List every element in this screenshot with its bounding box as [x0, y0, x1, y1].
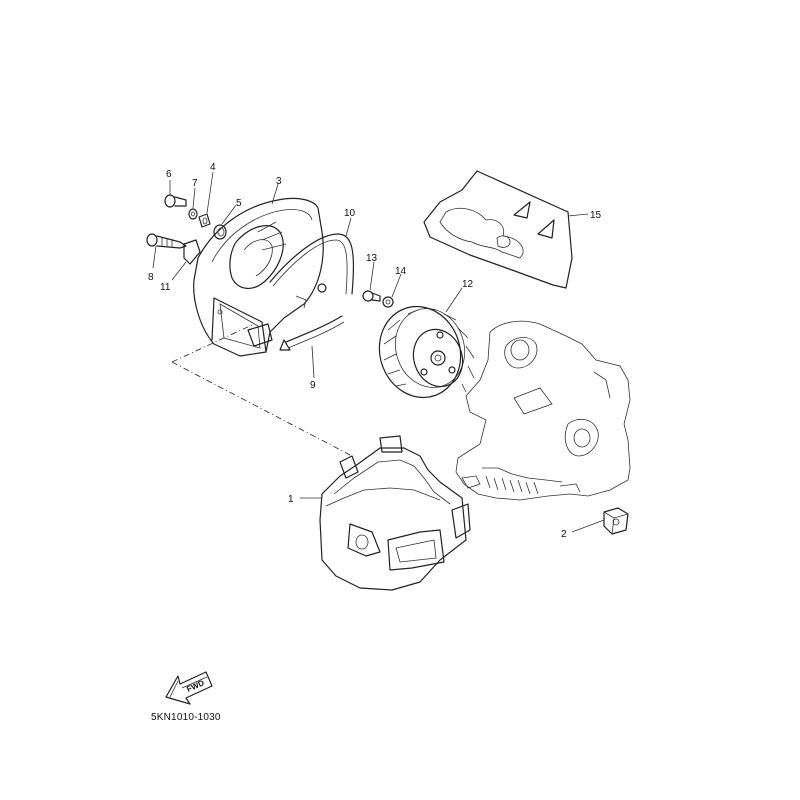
part-2-nut [603, 507, 629, 535]
part-11-clip [183, 239, 201, 265]
callout-9: 9 [310, 380, 316, 391]
part-6-bolt [164, 194, 187, 208]
callout-1: 1 [288, 494, 294, 505]
callout-5: 5 [236, 198, 242, 209]
callout-2: 2 [561, 529, 567, 540]
callout-13: 13 [366, 253, 378, 264]
part-4-collar [198, 213, 211, 228]
fwd-arrow-icon: FWD [165, 671, 213, 705]
callout-6: 6 [166, 169, 172, 180]
callout-10: 10 [344, 208, 356, 219]
callout-12: 12 [462, 279, 474, 290]
alignment-line [171, 361, 353, 457]
engine-crankcase-outline [455, 320, 631, 501]
callout-7: 7 [192, 178, 198, 189]
part-10-tube [269, 233, 355, 295]
part-3-cover [193, 197, 327, 357]
part-1-air-shroud [319, 435, 471, 591]
part-14-washer [382, 296, 394, 308]
diagram-reference-code: 5KN1010-1030 [151, 712, 221, 723]
part-12-cooling-fan [378, 305, 475, 399]
part-7-washer [188, 208, 198, 220]
part-15-gasket [423, 170, 573, 289]
callout-11: 11 [160, 282, 171, 293]
part-8-screw [146, 233, 187, 249]
leader-lines [152, 171, 605, 533]
callout-14: 14 [395, 266, 407, 277]
callout-4: 4 [210, 162, 216, 173]
part-5-grommet [213, 224, 227, 240]
callout-15: 15 [590, 210, 602, 221]
callout-3: 3 [276, 176, 282, 187]
callout-8: 8 [148, 272, 154, 283]
part-9-tube [285, 315, 343, 343]
part-13-bolt [362, 290, 381, 302]
